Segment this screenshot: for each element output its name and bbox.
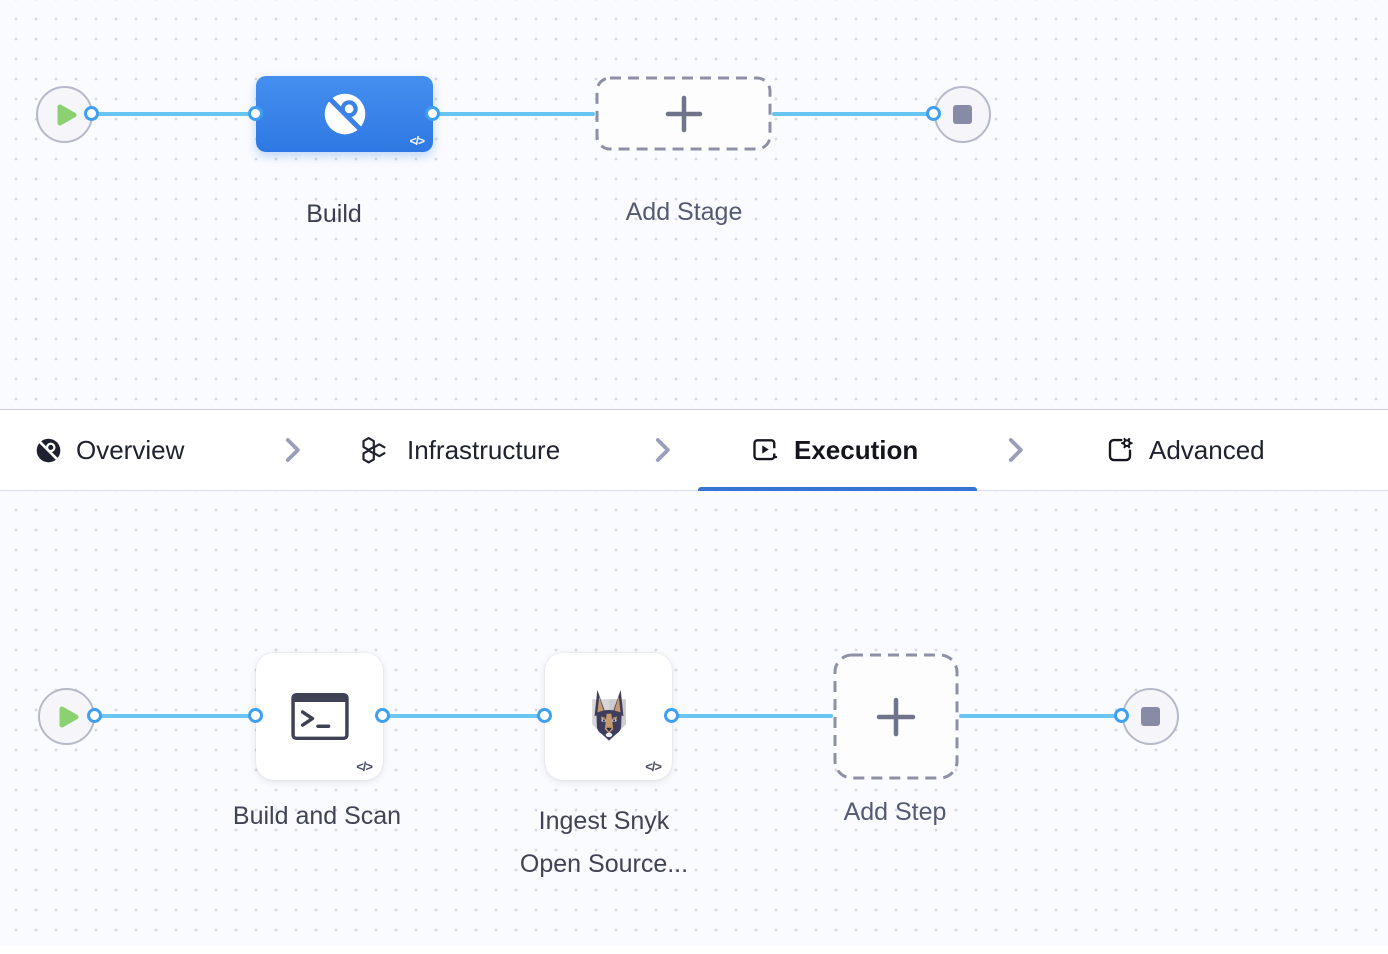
active-tab-indicator [698, 487, 977, 491]
connector-handle[interactable] [248, 106, 263, 121]
tab-label: Execution [794, 434, 919, 465]
add-stage-label: Add Stage [625, 198, 743, 226]
add-step-button[interactable] [833, 653, 959, 780]
chevron-right-icon [285, 438, 300, 462]
connector-handle[interactable] [537, 708, 552, 723]
connector-line [772, 112, 934, 116]
connector-line [433, 112, 595, 116]
execution-step-canvas[interactable]: </> </> [0, 491, 1388, 954]
connector-line [672, 714, 833, 718]
connector-handle[interactable] [926, 106, 941, 121]
tab-label: Advanced [1149, 434, 1265, 465]
connector-handle[interactable] [87, 708, 102, 723]
tab-label: Infrastructure [407, 434, 561, 465]
page-gear-icon [1108, 437, 1133, 462]
play-icon [59, 706, 79, 727]
pipeline-start-node [36, 86, 93, 143]
tab-advanced[interactable]: Advanced [1105, 410, 1265, 490]
connector-line [959, 714, 1122, 718]
connector-handle[interactable] [425, 106, 440, 121]
stop-icon [1141, 707, 1160, 726]
stage-canvas[interactable]: </> Build Add Stage [0, 0, 1388, 409]
canvas-edge [0, 946, 1388, 954]
step-label: Ingest Snyk Open Source... [519, 807, 689, 878]
tab-label: Overview [76, 434, 185, 465]
terminal-icon [290, 692, 349, 741]
step-flow-start-node [38, 688, 95, 745]
chevron-right-icon [1008, 438, 1023, 462]
connector-handle[interactable] [84, 106, 99, 121]
stage-tab-bar: Overview Infrastructure Execution [0, 409, 1388, 491]
step-label: Build and Scan [232, 802, 402, 830]
connector-line [95, 714, 256, 718]
connector-handle[interactable] [375, 708, 390, 723]
play-square-icon [753, 439, 778, 461]
pipeline-end-node [934, 86, 991, 143]
ci-build-icon [324, 93, 365, 135]
tab-overview[interactable]: Overview [35, 410, 184, 490]
code-icon: </> [409, 134, 425, 148]
ci-overview-icon [36, 438, 61, 462]
stop-icon [953, 105, 972, 124]
play-icon [57, 104, 77, 125]
code-icon: </> [645, 759, 662, 774]
tab-execution[interactable]: Execution [750, 410, 918, 490]
hexagons-icon [362, 436, 386, 463]
step-flow-end-node [1122, 688, 1179, 745]
chevron-right-icon [655, 438, 670, 462]
step-node-build-and-scan[interactable]: </> [256, 653, 383, 780]
step-node-ingest-snyk[interactable]: </> [545, 653, 672, 780]
plus-icon [876, 697, 916, 736]
code-icon: </> [356, 759, 373, 774]
stage-label: Build [306, 200, 362, 228]
add-stage-button[interactable] [595, 76, 772, 151]
tab-infrastructure[interactable]: Infrastructure [358, 410, 560, 490]
connector-handle[interactable] [664, 708, 679, 723]
snyk-dog-icon [591, 689, 626, 741]
connector-handle[interactable] [1114, 708, 1129, 723]
connector-line [383, 714, 545, 718]
connector-handle[interactable] [248, 708, 263, 723]
plus-icon [665, 95, 702, 132]
stage-node-build[interactable]: </> [256, 76, 433, 152]
add-step-label: Add Step [843, 798, 947, 826]
connector-line [92, 112, 256, 116]
